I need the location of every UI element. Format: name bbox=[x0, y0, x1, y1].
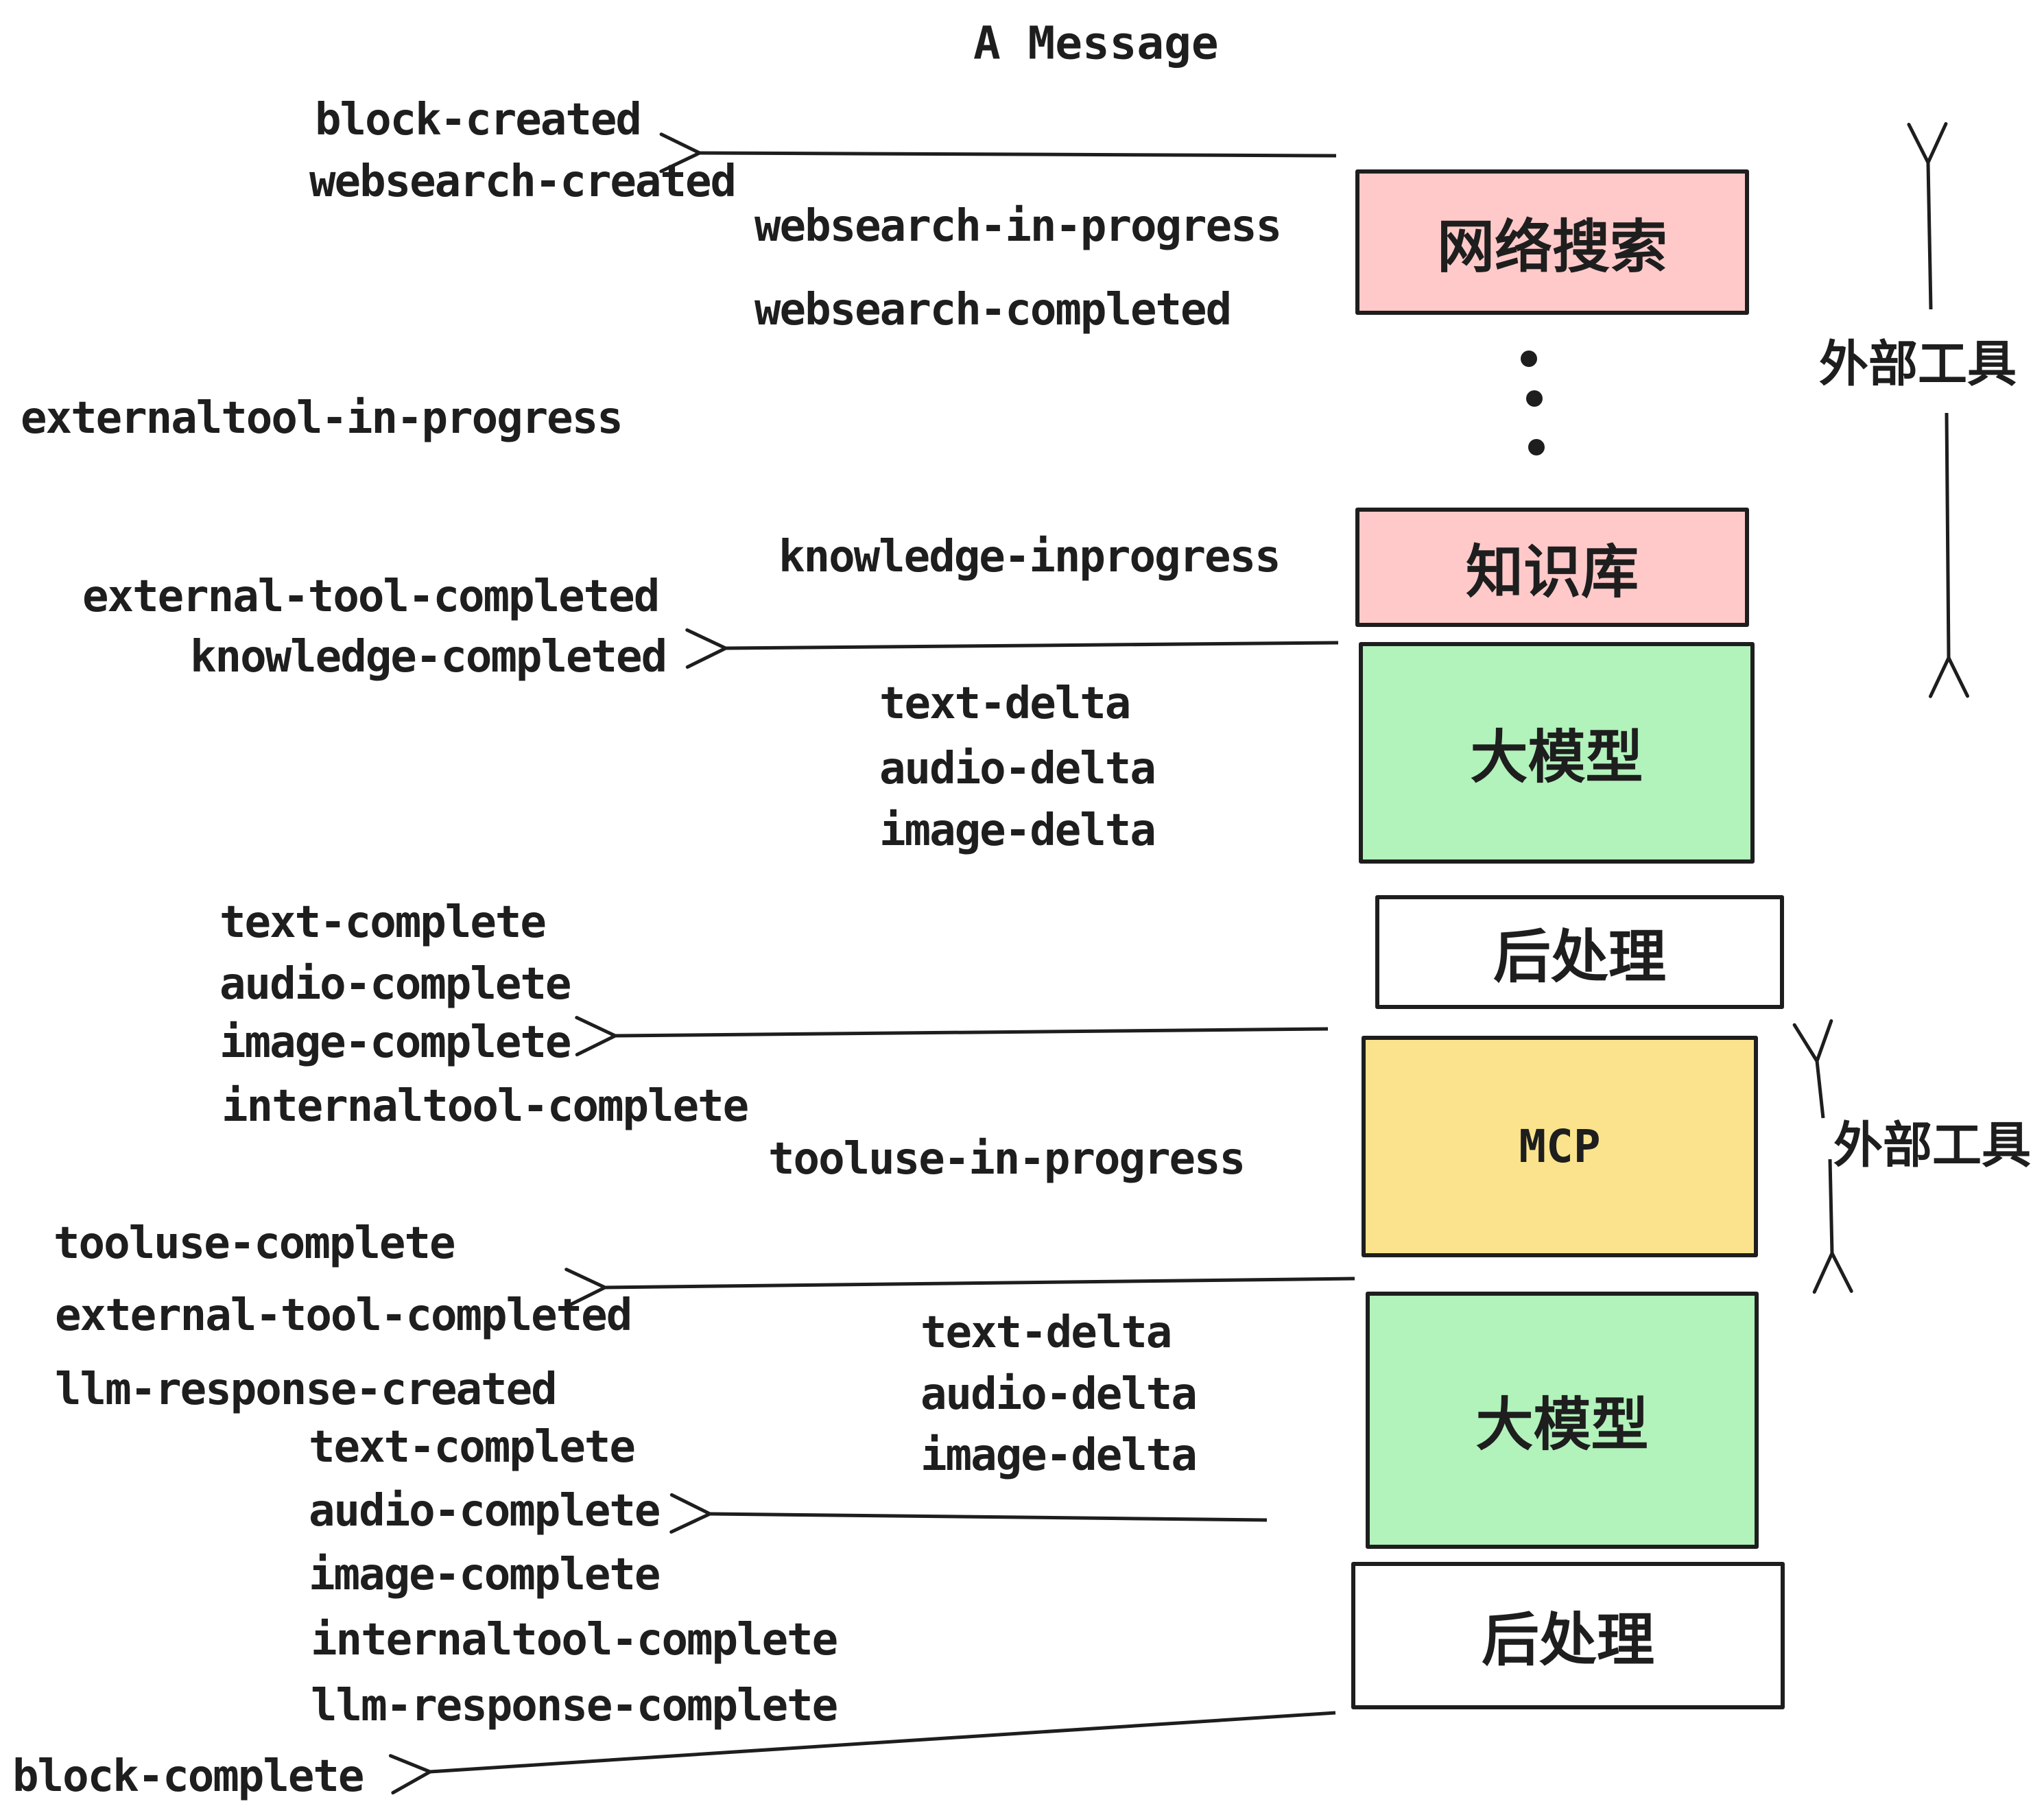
box-post-process-2-label: 后处理 bbox=[1481, 1606, 1654, 1674]
external-tools-label-2: 外部工具 bbox=[1833, 1116, 2032, 1174]
arrow-external-tools-1-up bbox=[1907, 122, 1948, 310]
event-label-text-delta-1: text-delta bbox=[879, 678, 1131, 729]
box-llm-1: 大模型 bbox=[1359, 642, 1755, 864]
event-label-externaltool-in-progress: externaltool-in-progress bbox=[21, 393, 623, 444]
box-mcp-label: MCP bbox=[1519, 1120, 1601, 1173]
box-knowledge-label: 知识库 bbox=[1465, 538, 1639, 606]
external-tools-label-1: 外部工具 bbox=[1819, 335, 2017, 393]
event-label-websearch-completed: websearch-completed bbox=[754, 285, 1232, 335]
arrow-knowledge-completed bbox=[685, 628, 1339, 669]
event-label-image-complete-1: image-complete bbox=[219, 1017, 571, 1068]
event-label-audio-complete-2: audio-complete bbox=[309, 1486, 661, 1536]
box-post-process-1-label: 后处理 bbox=[1493, 923, 1666, 990]
event-label-internaltool-complete-1: internaltool-complete bbox=[222, 1081, 749, 1132]
ellipsis-dot bbox=[1521, 351, 1537, 367]
event-label-websearch-in-progress: websearch-in-progress bbox=[754, 201, 1282, 252]
event-label-audio-delta-2: audio-delta bbox=[920, 1369, 1198, 1420]
box-llm-2-label: 大模型 bbox=[1475, 1391, 1649, 1458]
event-label-image-complete-2: image-complete bbox=[309, 1550, 661, 1600]
arrow-external-tools-2-up bbox=[1792, 1019, 1833, 1119]
event-label-text-complete-2: text-complete bbox=[309, 1422, 636, 1473]
box-llm-2: 大模型 bbox=[1366, 1292, 1759, 1549]
event-label-image-delta-1: image-delta bbox=[879, 805, 1156, 856]
box-mcp: MCP bbox=[1362, 1036, 1758, 1257]
event-label-websearch-created: websearch-created bbox=[309, 156, 737, 207]
arrow-external-tools-1-down bbox=[1928, 412, 1969, 698]
event-label-text-delta-2: text-delta bbox=[920, 1307, 1172, 1358]
arrow-audio-complete-2 bbox=[669, 1493, 1268, 1534]
box-post-process-1: 后处理 bbox=[1375, 895, 1784, 1009]
arrow-image-complete bbox=[575, 1016, 1329, 1057]
event-label-audio-delta-1: audio-delta bbox=[879, 744, 1156, 794]
ellipsis-dot bbox=[1528, 439, 1545, 455]
event-label-block-created: block-created bbox=[315, 95, 642, 145]
event-label-audio-complete-1: audio-complete bbox=[219, 959, 571, 1010]
event-label-knowledge-completed: knowledge-completed bbox=[190, 632, 667, 683]
box-llm-1-label: 大模型 bbox=[1470, 724, 1643, 791]
event-label-llm-response-complete: llm-response-complete bbox=[311, 1681, 838, 1731]
ellipsis-dot bbox=[1526, 390, 1543, 407]
event-label-tooluse-in-progress: tooluse-in-progress bbox=[768, 1134, 1246, 1185]
event-label-image-delta-2: image-delta bbox=[920, 1430, 1198, 1481]
event-label-tooluse-complete: tooluse-complete bbox=[54, 1218, 455, 1269]
box-post-process-2: 后处理 bbox=[1351, 1562, 1785, 1709]
diagram-title: A Message bbox=[973, 16, 1219, 70]
event-label-llm-response-created: llm-response-created bbox=[55, 1364, 558, 1415]
box-websearch-label: 网络搜索 bbox=[1436, 213, 1667, 281]
box-websearch: 网络搜索 bbox=[1355, 169, 1749, 315]
event-label-block-complete: block-complete bbox=[12, 1751, 364, 1802]
event-label-internaltool-complete-2: internaltool-complete bbox=[311, 1615, 838, 1665]
box-knowledge: 知识库 bbox=[1355, 508, 1749, 627]
event-label-external-tool-completed-1: external-tool-completed bbox=[82, 571, 660, 622]
event-label-external-tool-completed-2: external-tool-completed bbox=[55, 1290, 632, 1341]
arrow-external-tools-2-down bbox=[1812, 1159, 1853, 1294]
arrow-tooluse-complete bbox=[565, 1268, 1355, 1309]
event-label-knowledge-inprogress: knowledge-inprogress bbox=[779, 532, 1281, 582]
arrow-block-created bbox=[659, 132, 1337, 174]
event-label-text-complete-1: text-complete bbox=[219, 897, 547, 948]
